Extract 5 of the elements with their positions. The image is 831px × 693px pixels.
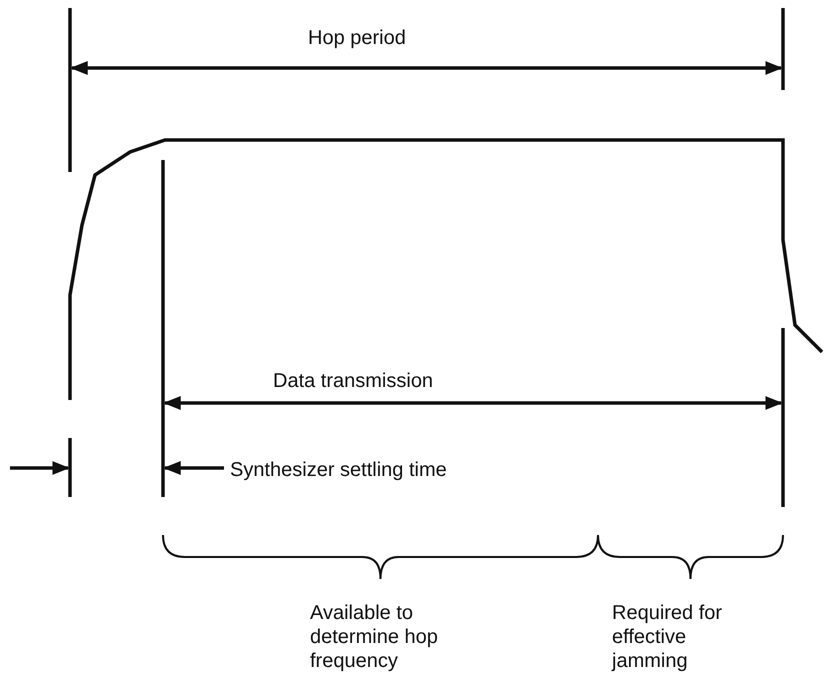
bracket-label: Available to determine hop frequency	[310, 601, 439, 673]
dimension-label: Hop period	[308, 26, 406, 50]
dimension-label: Data transmission	[273, 369, 434, 393]
dimension-label: Synthesizer settling time	[230, 458, 447, 482]
bracket-label: Required for effective jamming	[612, 601, 724, 673]
